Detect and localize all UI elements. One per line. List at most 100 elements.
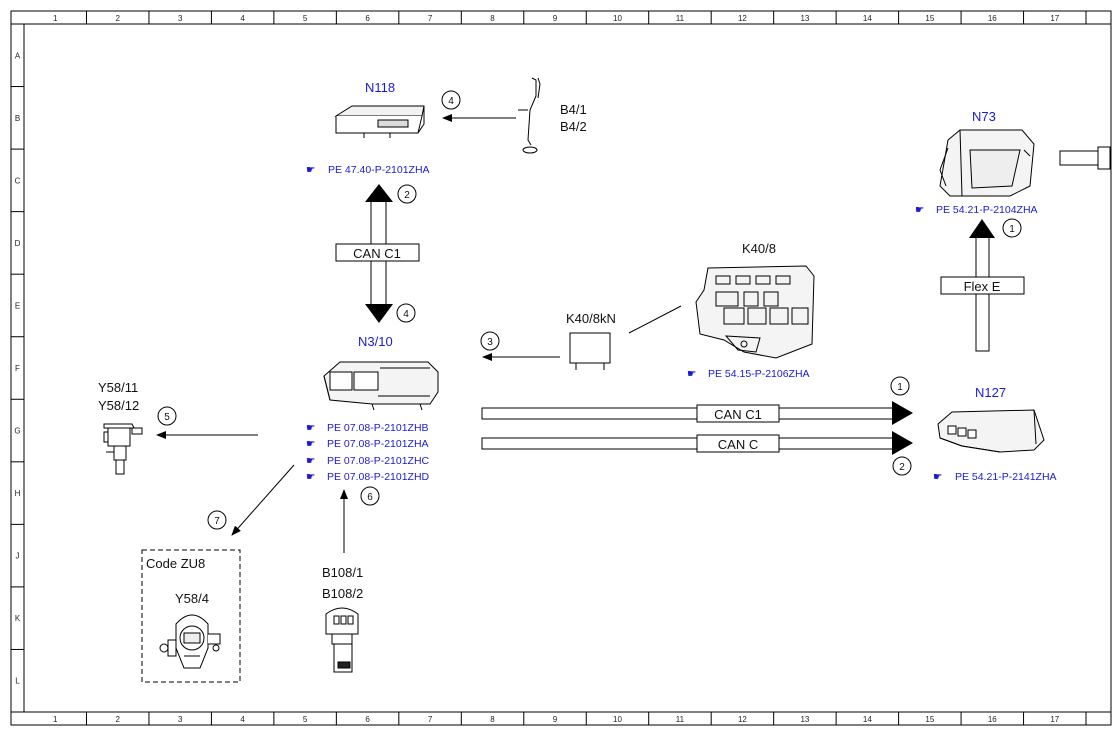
b4-1-label: B4/1 [560,102,587,117]
grid-column-label: 15 [925,715,934,724]
grid-column-label: 6 [365,14,370,23]
grid-column-label: 10 [613,715,622,724]
svg-text:PE 54.21-P-2141ZHA: PE 54.21-P-2141ZHA [955,471,1057,483]
y58-4-label: Y58/4 [175,591,209,606]
grid-column-label: 12 [738,715,747,724]
callout-n3-10-down: 4 [396,303,416,323]
y58-11-label: Y58/11 [98,380,138,395]
zu8-code-label: Code ZU8 [146,556,205,571]
can-c1-horizontal-bus: CAN C1 [481,401,913,425]
frame [10,10,1112,726]
grid-row-label: E [15,301,20,310]
svg-text:6: 6 [367,492,373,503]
b108-2-label: B108/2 [322,586,363,601]
grid-column-label: 14 [863,14,872,23]
grid-column-label: 8 [490,14,495,23]
n3-10-ref-3[interactable]: ☛ PE 07.08-P-2101ZHC [306,455,430,467]
grid-column-label: 11 [676,715,685,724]
valve-actuator-icon [159,614,221,669]
component-b108[interactable]: B108/1 B108/2 [322,565,363,673]
svg-text:PE 54.21-P-2104ZHA: PE 54.21-P-2104ZHA [936,204,1038,216]
svg-text:4: 4 [448,96,454,107]
n3-10-label: N3/10 [358,334,393,349]
component-k40-8[interactable]: K40/8 ☛ PE 54.15-P-2106ZHA [687,241,815,380]
n3-10-ref-4[interactable]: ☛ PE 07.08-P-2101ZHD [306,471,430,483]
svg-text:PE 07.08-P-2101ZHA: PE 07.08-P-2101ZHA [327,438,429,450]
grid-row-label: B [15,114,20,123]
grid-row-label: L [15,677,20,686]
k40-8kn-label: K40/8kN [566,311,616,326]
grid-column-label: 16 [988,14,997,23]
manual-ref-icon: ☛ [306,455,315,467]
manual-ref-icon: ☛ [306,422,315,434]
component-k40-8kn[interactable]: K40/8kN [566,311,616,370]
component-b4[interactable]: B4/1 B4/2 [518,77,587,154]
callout-n127-c1: 1 [890,376,910,396]
fuel-level-sensor-icon [518,77,541,154]
svg-text:7: 7 [214,516,220,527]
svg-text:1: 1 [1009,224,1015,235]
svg-text:4: 4 [403,309,409,320]
k40-8-ref[interactable]: ☛ PE 54.15-P-2106ZHA [687,368,810,380]
svg-text:5: 5 [164,412,170,423]
engine-control-unit-icon [323,361,439,411]
grid-column-label: 4 [240,14,245,23]
component-n127[interactable]: N127 ☛ PE 54.21-P-2141ZHA [933,385,1057,483]
grid-column-label: 8 [490,715,495,724]
callout-n118-up: 2 [397,184,417,204]
ignition-switch-module-icon [939,129,1035,197]
svg-text:PE 07.08-P-2101ZHD: PE 07.08-P-2101ZHD [327,471,430,483]
n3-10-ref-2[interactable]: ☛ PE 07.08-P-2101ZHA [306,438,429,450]
n118-label: N118 [365,80,395,95]
to-zu8-arrow [231,464,295,536]
grid-row-label: H [15,489,21,498]
manual-ref-icon: ☛ [306,438,315,450]
n127-module-icon [937,409,1045,453]
svg-text:1: 1 [897,382,903,393]
grid-column-label: 1 [53,14,58,23]
y58-12-label: Y58/12 [98,398,139,413]
manual-ref-icon: ☛ [306,471,315,483]
svg-text:2: 2 [899,462,905,473]
component-n118[interactable]: N118 ☛ PE 47.40-P-2101ZHA [306,80,430,176]
grid-row-label: F [15,364,20,373]
grid-column-label: 1 [53,715,58,724]
svg-text:PE 07.08-P-2101ZHB: PE 07.08-P-2101ZHB [327,422,429,434]
grid-column-label: 13 [800,715,809,724]
n118-ref[interactable]: ☛ PE 47.40-P-2101ZHA [306,164,430,176]
component-zu8[interactable]: Code ZU8 Y58/4 [141,549,241,683]
n3-10-ref-1[interactable]: ☛ PE 07.08-P-2101ZHB [306,422,429,434]
grid-column-label: 5 [303,715,308,724]
connector-stub-right [1059,146,1111,170]
grid-column-label: 2 [115,14,120,23]
svg-text:3: 3 [487,337,493,348]
optional-equipment-dashed-box [141,549,241,683]
n127-ref[interactable]: ☛ PE 54.21-P-2141ZHA [933,471,1057,483]
grid-column-label: 14 [863,715,872,724]
manual-ref-icon: ☛ [687,368,696,380]
grid-column-label: 16 [988,715,997,724]
callout-to-zu8: 7 [207,510,227,530]
can-c1-vertical-label: CAN C1 [353,246,401,261]
k40-8kn-leader-line [628,305,682,334]
callout-to-y58-11: 5 [157,406,177,426]
callout-k40-to-n3: 3 [480,331,500,351]
callout-n127-c: 2 [892,456,912,476]
grid-row-label: C [15,176,21,185]
svg-text:PE 07.08-P-2101ZHC: PE 07.08-P-2101ZHC [327,455,430,467]
grid-column-label: 15 [925,14,934,23]
grid-column-label: 12 [738,14,747,23]
fuse-relay-box-icon [695,265,815,359]
component-n3-10[interactable]: N3/10 ☛ PE 07.08-P-2101ZHB ☛ PE 07.08-P-… [306,334,439,483]
can-c1-vertical-bus: CAN C1 [335,184,420,323]
component-n73[interactable]: N73 ☛ PE 54.21-P-2104ZHA [915,109,1038,216]
n73-label: N73 [972,109,996,124]
grid-row-label: K [15,614,21,623]
n73-ref[interactable]: ☛ PE 54.21-P-2104ZHA [915,204,1038,216]
grid-column-label: 3 [178,715,183,724]
component-y58-11[interactable]: Y58/11 Y58/12 [98,380,143,475]
grid-column-label: 9 [553,14,558,23]
callout-n73-up: 1 [1002,218,1022,238]
